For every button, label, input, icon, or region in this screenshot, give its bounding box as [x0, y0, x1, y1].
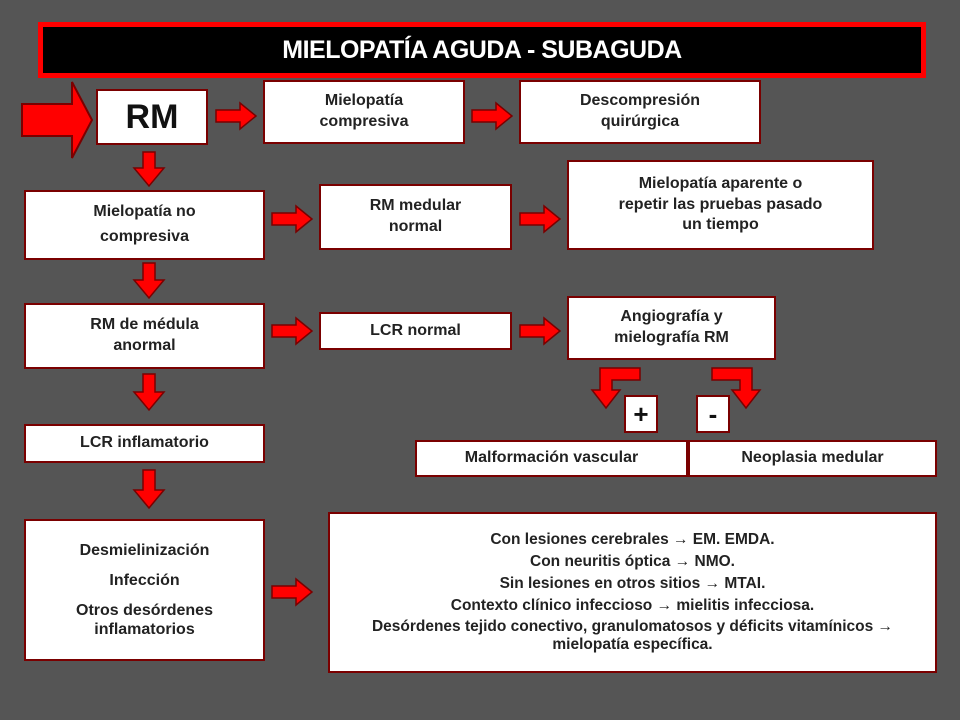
node-text: Mielopatía no — [93, 203, 196, 221]
node-rm: RM — [96, 89, 208, 145]
sign-plus: + — [624, 395, 658, 433]
arrow-anormal-to-lcrnormal — [271, 316, 314, 346]
arrow-nocompresiva-to-rmnormal — [271, 204, 314, 234]
node-text: mielografía RM — [614, 329, 729, 346]
arrow-rmnormal-to-aparente — [519, 204, 562, 234]
node-text: Angiografía y — [620, 308, 723, 326]
node-neoplasia-medular: Neoplasia medular — [688, 440, 937, 477]
node-lesiones-list: Con lesiones cerebrales → EM. EMDA. Con … — [328, 512, 937, 673]
node-lcr-inflamatorio: LCR inflamatorio — [24, 424, 265, 463]
arrow-desmielinizacion-to-lesiones — [271, 577, 314, 607]
node-text: compresiva — [319, 113, 409, 130]
node-lcr-normal: LCR normal — [319, 312, 512, 350]
node-rm-medular-normal: RM medular normal — [319, 184, 512, 250]
arrow-lcrnormal-to-angiografia — [519, 316, 562, 346]
node-text: compresiva — [100, 228, 189, 245]
sign-minus: - — [696, 395, 730, 433]
node-text: quirúrgica — [600, 113, 680, 130]
node-mielopatia-aparente: Mielopatía aparente o repetir las prueba… — [567, 160, 874, 250]
lesion-line: Contexto clínico infeccioso → mielitis i… — [450, 596, 815, 614]
entry-arrow — [21, 81, 94, 159]
node-text: Descompresión — [579, 92, 701, 110]
lesion-line: Con lesiones cerebrales → EM. EMDA. — [490, 531, 775, 549]
arrow-angio-to-minus — [711, 367, 762, 410]
lesion-line: Sin lesiones en otros sitios → MTAI. — [499, 574, 766, 592]
node-angiografia: Angiografía y mielografía RM — [567, 296, 776, 360]
node-text: Mielopatía aparente o — [638, 174, 803, 192]
node-text: Otros desórdenes inflamatorios — [76, 602, 213, 639]
arrow-lcrinflam-down — [132, 469, 166, 510]
arrow-nocompresiva-down — [132, 262, 166, 300]
node-text: un tiempo — [682, 216, 759, 234]
arrow-angio-to-plus — [590, 367, 641, 410]
node-descompresion-quirurgica: Descompresión quirúrgica — [519, 80, 761, 144]
node-mielopatia-compresiva: Mielopatía compresiva — [263, 80, 465, 144]
node-text: Desmielinización — [79, 541, 210, 559]
node-text: normal — [388, 218, 443, 235]
node-desmielinizacion: Desmielinización Infección Otros desórde… — [24, 519, 265, 661]
node-text: Mielopatía — [324, 92, 404, 110]
diagram-title: MIELOPATÍA AGUDA - SUBAGUDA — [38, 22, 926, 78]
node-text: repetir las pruebas pasado — [618, 195, 823, 213]
node-text: Infección — [109, 571, 180, 589]
node-text: RM medular — [369, 197, 462, 215]
arrow-compresiva-to-descompresion — [471, 101, 514, 131]
node-mielopatia-no-compresiva: Mielopatía no compresiva — [24, 190, 265, 260]
node-text: anormal — [113, 337, 176, 354]
arrow-anormal-down — [132, 373, 166, 412]
node-malformacion-vascular: Malformación vascular — [415, 440, 688, 477]
lesion-line: Con neuritis óptica → NMO. — [530, 552, 735, 570]
node-rm-medula-anormal: RM de médula anormal — [24, 303, 265, 369]
arrow-rm-to-compresiva — [215, 101, 258, 131]
lesion-line: Desórdenes tejido conectivo, granulomato… — [371, 618, 894, 654]
node-text: RM de médula — [90, 316, 199, 334]
arrow-rm-down — [132, 151, 166, 188]
